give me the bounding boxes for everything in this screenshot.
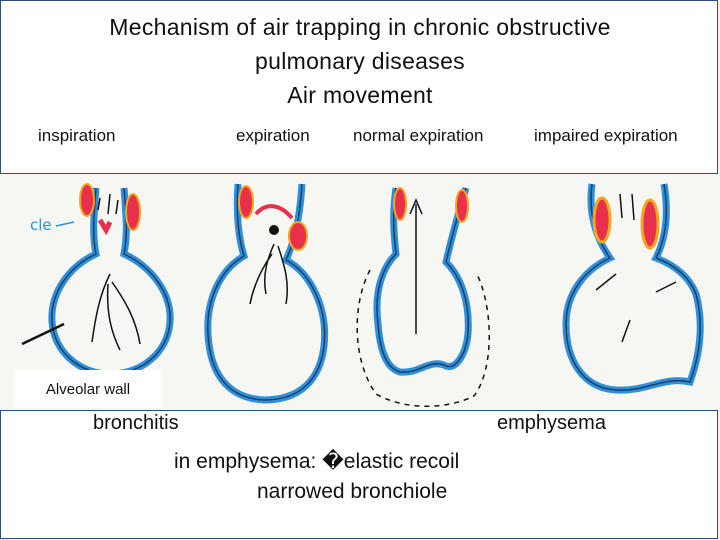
alveolar-wall-label: Alveolar wall [14, 370, 162, 408]
caption-line-2: narrowed bronchiole [257, 480, 448, 503]
muscle-right-inspiration [125, 193, 141, 231]
alveolus-normal-expiration [356, 186, 490, 407]
title-line-2: pulmonary diseases [255, 48, 465, 74]
label-impaired-expiration: impaired expiration [534, 126, 678, 145]
label-expiration: expiration [236, 126, 310, 145]
caption-panel [0, 410, 718, 539]
label-bronchitis: bronchitis [93, 412, 179, 434]
label-normal-expiration: normal expiration [353, 126, 484, 145]
airway-illustration: cle [21, 183, 704, 407]
label-emphysema: emphysema [497, 412, 606, 434]
alveolus-impaired-expiration [562, 183, 704, 394]
alveolar-wall-pointer [21, 322, 65, 346]
alveolus-inspiration [48, 183, 174, 378]
label-inspiration: inspiration [38, 126, 116, 145]
muscle-left-inspiration [79, 183, 95, 217]
title-line-3: Air movement [287, 82, 433, 108]
muscle-label: cle [30, 216, 52, 234]
alveolus-expiration [204, 183, 329, 404]
caption-line-1: in emphysema: �elastic recoil [174, 450, 460, 473]
title-line-1: Mechanism of air trapping in chronic obs… [109, 14, 611, 40]
title-panel [0, 0, 718, 174]
